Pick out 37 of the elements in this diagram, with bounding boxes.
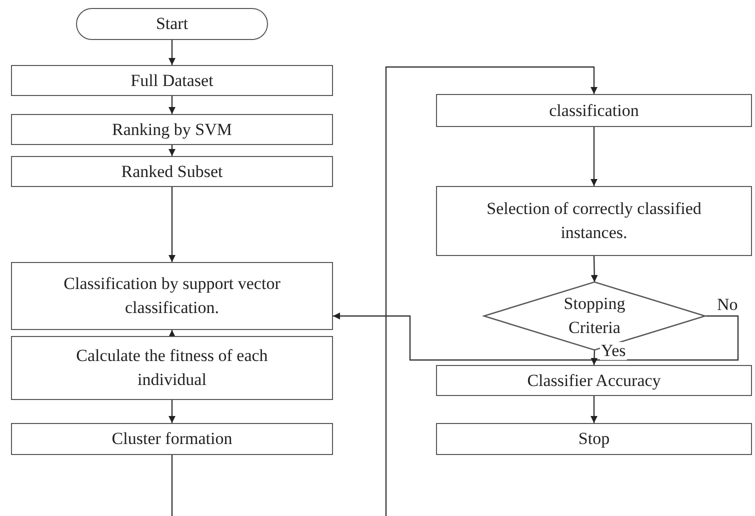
node-text: Full Dataset (130, 70, 214, 92)
start-terminal (76, 8, 268, 40)
node-text: Cluster formation (112, 428, 232, 450)
arrow (168, 40, 176, 65)
process-box (436, 186, 752, 256)
process-box (11, 156, 333, 187)
node-text: Ranking by SVM (112, 118, 232, 141)
arrow (168, 187, 176, 262)
process-box (11, 336, 333, 400)
arrow (168, 145, 176, 156)
arrow (168, 96, 176, 114)
node-text: Classifier Accuracy (527, 370, 661, 392)
arrow (590, 396, 598, 423)
process-box (436, 94, 752, 127)
node-text: Stopping Criteria (562, 293, 626, 339)
arrow (590, 350, 598, 366)
arrow (590, 256, 598, 282)
process-box (436, 423, 752, 455)
node-text: Selection of correctly classified instances. (486, 198, 702, 244)
node-text: Start (156, 13, 188, 35)
arrow (168, 330, 176, 337)
node-text: classification (549, 100, 639, 122)
arrow (333, 312, 739, 361)
arrow (590, 127, 598, 186)
node-text: Stop (578, 428, 610, 450)
process-box (436, 365, 752, 396)
process-box (11, 114, 333, 145)
arrow (168, 400, 176, 423)
process-box (11, 262, 333, 330)
process-box (11, 65, 333, 96)
process-box (11, 423, 333, 455)
connector-line (171, 455, 173, 516)
edge-label: Yes (600, 342, 627, 360)
node-text: Calculate the fitness of each individual (75, 345, 269, 391)
node-text: Ranked Subset (121, 160, 223, 182)
arrow (385, 66, 598, 516)
node-text: Classification by support vector classification. (62, 273, 282, 319)
